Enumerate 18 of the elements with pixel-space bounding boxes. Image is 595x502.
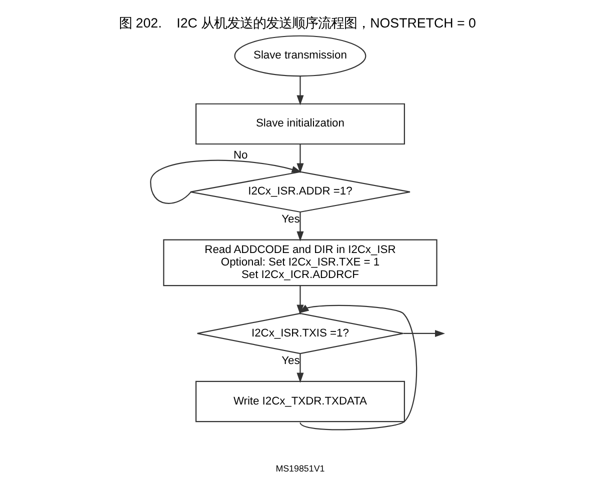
edge-label: No [233,149,248,162]
arrow [296,354,304,383]
node-box: Read ADDCODE and DIR in I2Cx_ISR Optional: Set I2Cx_ISR.TXE = 1 Set I2Cx_ICR.ADDRCF [163,239,438,286]
node-diamond: I2Cx_ISR.ADDR =1? [190,171,411,213]
node-box: Write I2Cx_TXDR.TXDATA [195,380,405,422]
arrow [150,160,302,204]
label: MS19851V1 [276,464,325,474]
edge-label: Yes [282,214,300,226]
arrow [296,144,304,174]
arrow [296,212,304,242]
arrow [296,76,304,106]
edge-label: Yes [282,355,300,368]
arrow [298,304,418,430]
node-diamond: I2Cx_ISR.TXIS =1? [196,312,404,354]
node-ellipse: Slave transmission [234,35,366,77]
diagram-title: 图 202. I2C 从机发送的发送顺序流程图，NOSTRETCH = 0 [119,16,476,31]
arrow [403,330,446,337]
node-box: Slave initialization [195,103,405,145]
